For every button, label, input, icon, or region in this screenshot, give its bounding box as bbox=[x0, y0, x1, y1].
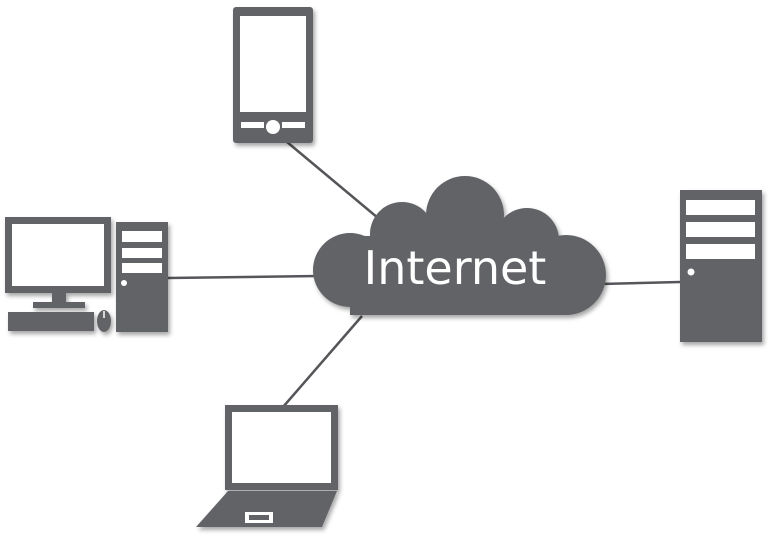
link-desktop bbox=[167, 274, 319, 280]
desktop-computer-icon bbox=[5, 217, 168, 332]
laptop-base bbox=[196, 491, 337, 527]
link-server bbox=[599, 280, 681, 286]
laptop-icon bbox=[196, 405, 338, 527]
server-icon bbox=[680, 190, 762, 342]
keyboard bbox=[8, 312, 94, 331]
mouse bbox=[97, 310, 111, 332]
smartphone-icon bbox=[233, 7, 313, 143]
internet-label: Internet bbox=[364, 241, 547, 295]
connection-lines bbox=[167, 141, 681, 408]
internet-cloud: Internet bbox=[313, 176, 606, 315]
cloud-icon bbox=[313, 176, 606, 315]
link-laptop bbox=[282, 315, 363, 408]
link-smartphone bbox=[286, 141, 379, 219]
